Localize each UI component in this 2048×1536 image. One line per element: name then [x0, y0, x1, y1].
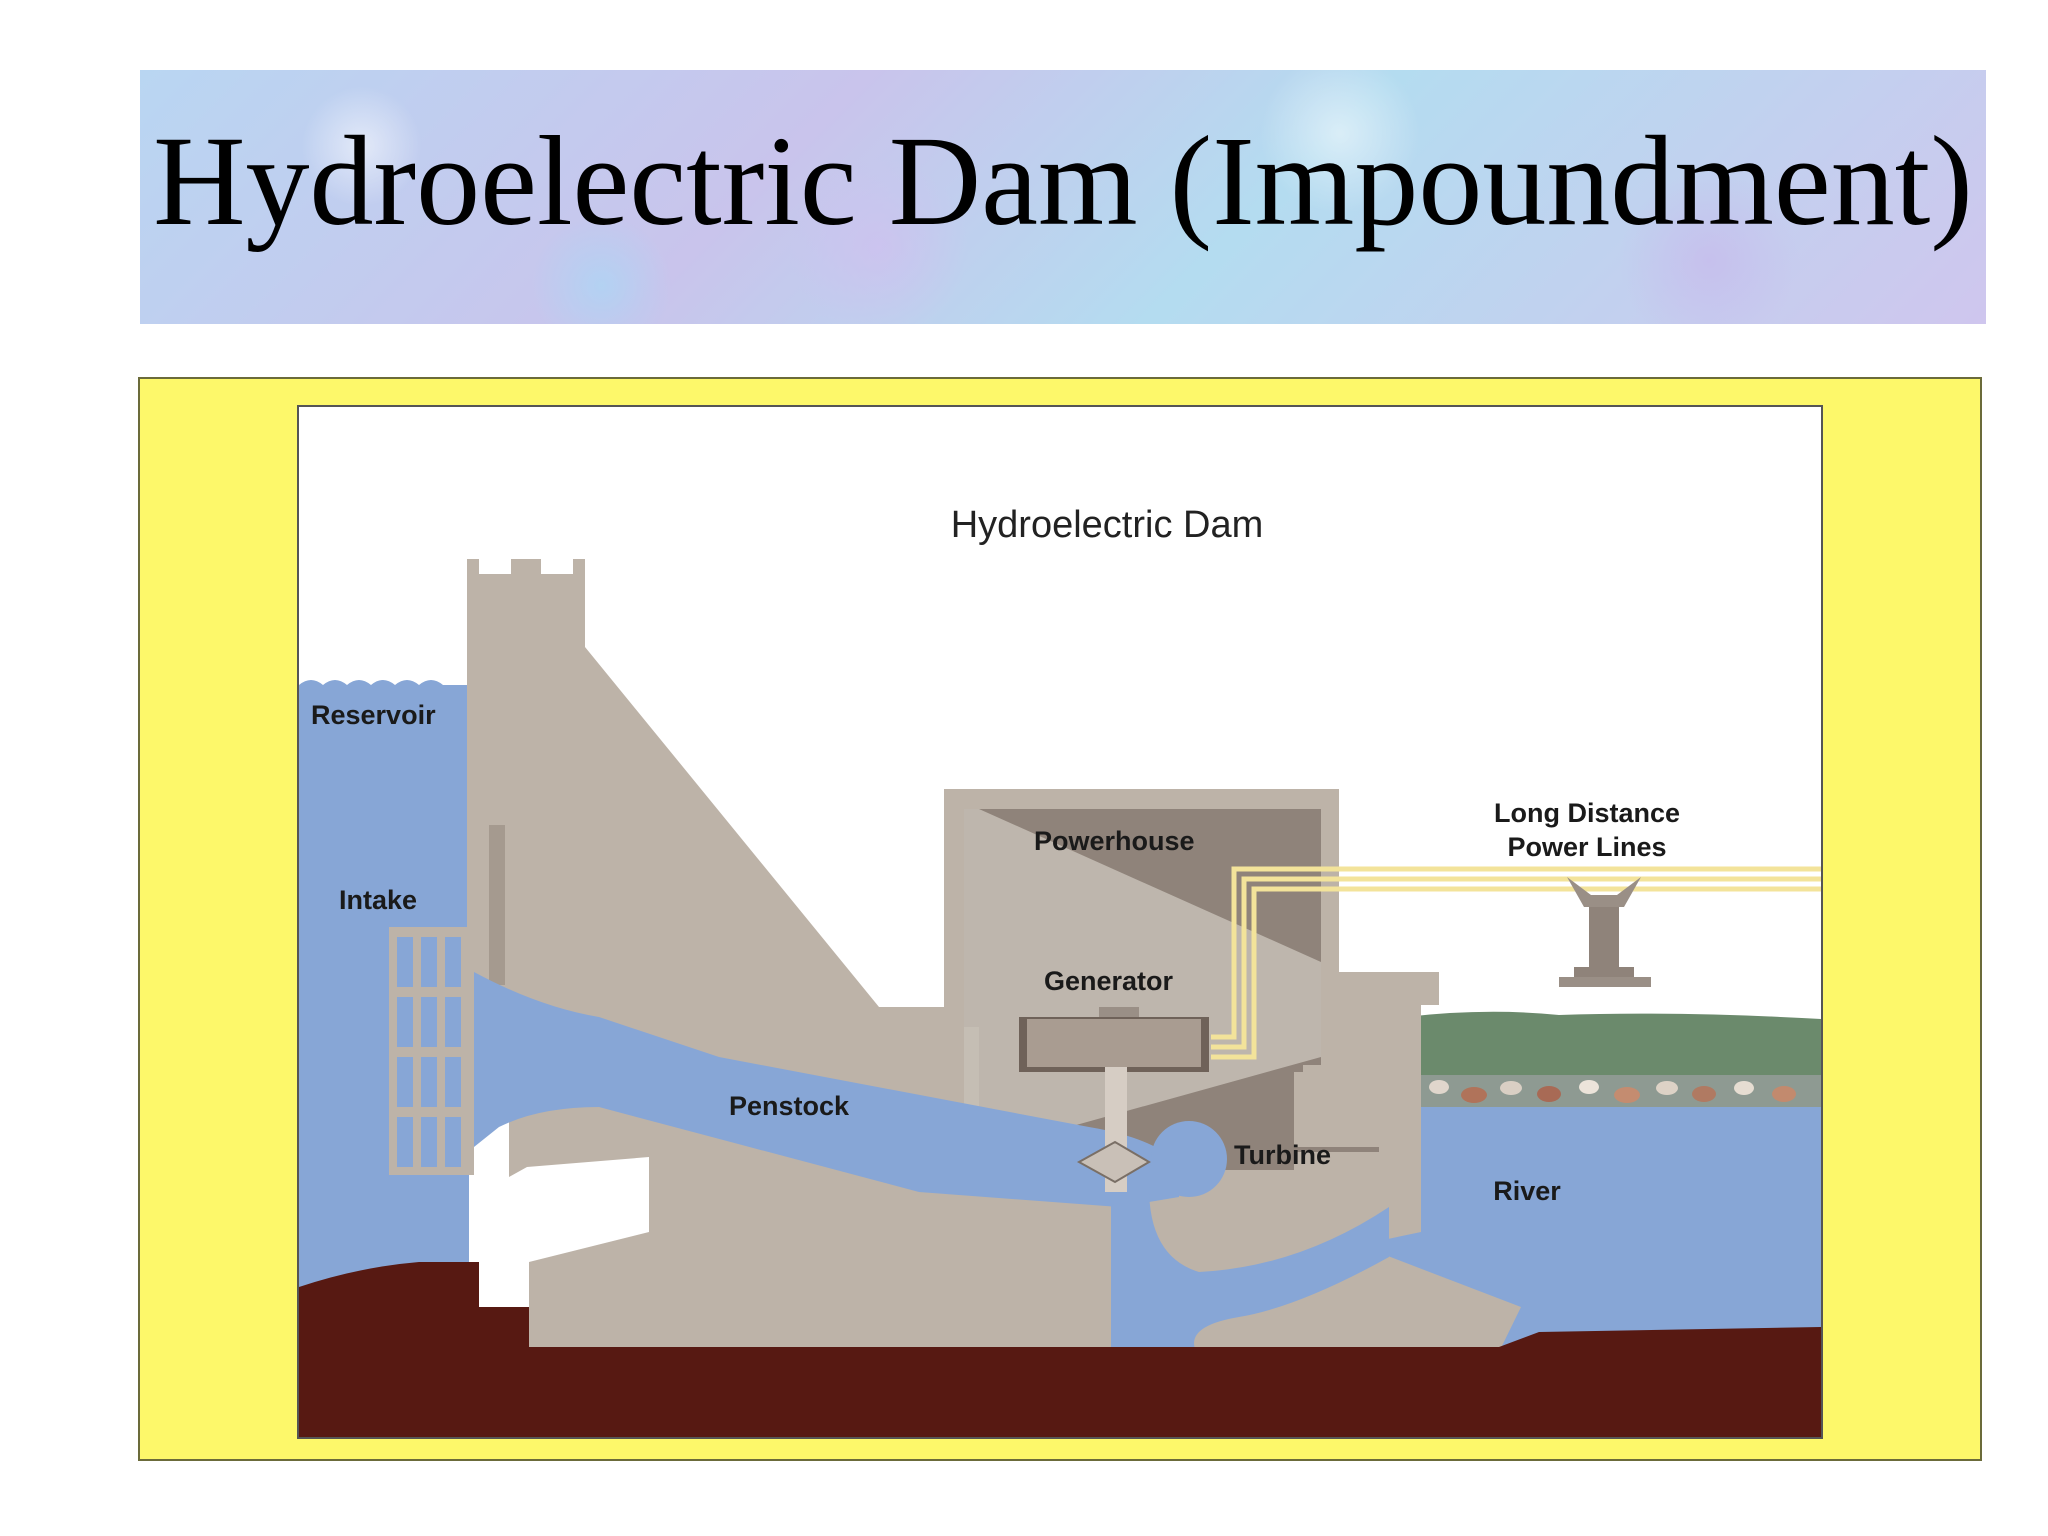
gate-slot	[489, 825, 505, 985]
label-power-lines-line1: Long Distance	[1494, 798, 1680, 828]
diagram-frame: Hydroelectric Dam Reservoir Intake Penst…	[138, 377, 1982, 1461]
label-intake: Intake	[339, 885, 417, 915]
pebble-band	[1389, 1075, 1821, 1107]
label-generator: Generator	[1044, 966, 1174, 996]
turbine-runner	[1076, 1140, 1151, 1184]
page-title: Hydroelectric Dam (Impoundment)	[153, 110, 1973, 252]
diagram-title: Hydroelectric Dam	[951, 504, 1264, 546]
title-banner: Hydroelectric Dam (Impoundment)	[140, 70, 1986, 324]
transmission-tower	[1559, 877, 1651, 987]
label-penstock: Penstock	[729, 1091, 850, 1121]
hydroelectric-dam-diagram: Hydroelectric Dam Reservoir Intake Penst…	[299, 504, 1821, 1437]
grass-bank	[1389, 1011, 1821, 1079]
label-reservoir: Reservoir	[311, 700, 436, 730]
label-turbine: Turbine	[1234, 1140, 1331, 1170]
penstock-pipe	[474, 972, 1179, 1207]
bedrock	[299, 1262, 1821, 1437]
label-river: River	[1493, 1176, 1561, 1206]
intake-grate	[389, 927, 474, 1175]
draft-tube	[1111, 1187, 1389, 1357]
label-powerhouse: Powerhouse	[1034, 826, 1195, 856]
diagram-panel: Hydroelectric Dam Reservoir Intake Penst…	[297, 405, 1823, 1439]
generator	[1019, 1007, 1209, 1192]
turbine-scroll	[1151, 1121, 1227, 1197]
power-lines	[1211, 866, 1821, 1060]
label-power-lines-line2: Power Lines	[1507, 832, 1666, 862]
